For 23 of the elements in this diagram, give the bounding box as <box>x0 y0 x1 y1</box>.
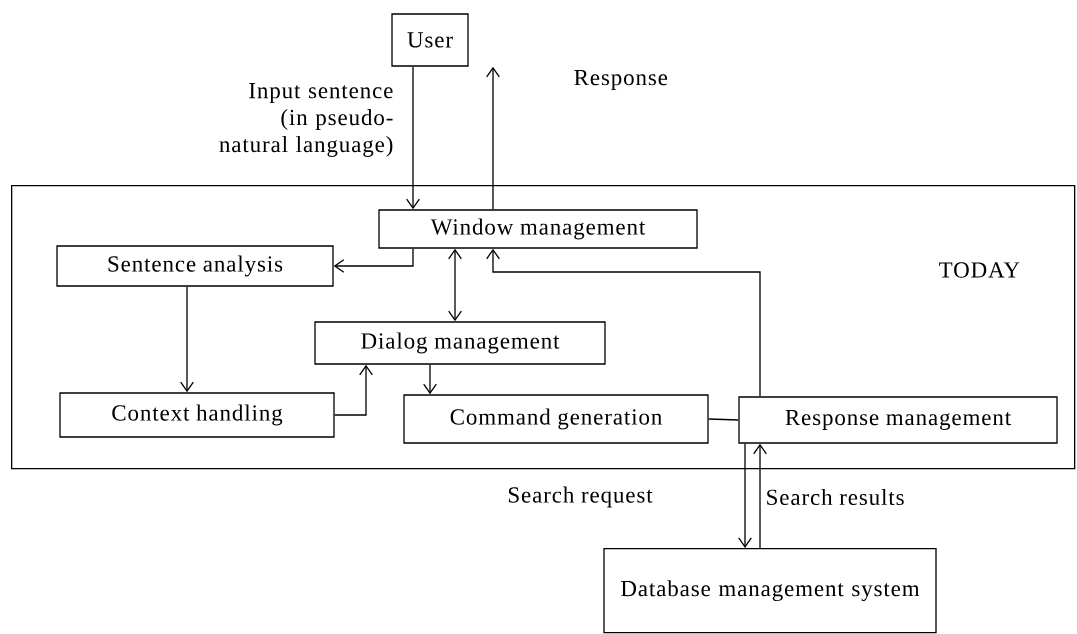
arrow <box>448 248 462 322</box>
arrow <box>180 286 194 393</box>
arrow <box>334 364 373 416</box>
process-box: Command generation <box>403 394 709 444</box>
arrow <box>406 66 420 210</box>
arrow <box>333 248 414 273</box>
edge-label: Response <box>574 70 668 90</box>
process-box: Response management <box>738 396 1058 444</box>
process-box: Window management <box>378 209 698 249</box>
process-box: User <box>391 13 469 67</box>
process-box: Database management system <box>603 548 937 634</box>
system-name: TODAY <box>939 262 1020 278</box>
process-box: Dialog management <box>314 321 606 365</box>
arrow <box>423 364 437 395</box>
arrow <box>753 443 767 549</box>
process-box: Sentence analysis <box>56 245 334 287</box>
edge-label: Search request <box>508 486 653 508</box>
edge-label: Input sentence (in pseudo-natural language) <box>219 83 393 157</box>
arrow <box>486 66 500 210</box>
arrow <box>486 248 761 397</box>
arrow <box>738 443 752 548</box>
process-box: Context handling <box>59 392 335 438</box>
edge-label: Search results <box>767 488 904 506</box>
